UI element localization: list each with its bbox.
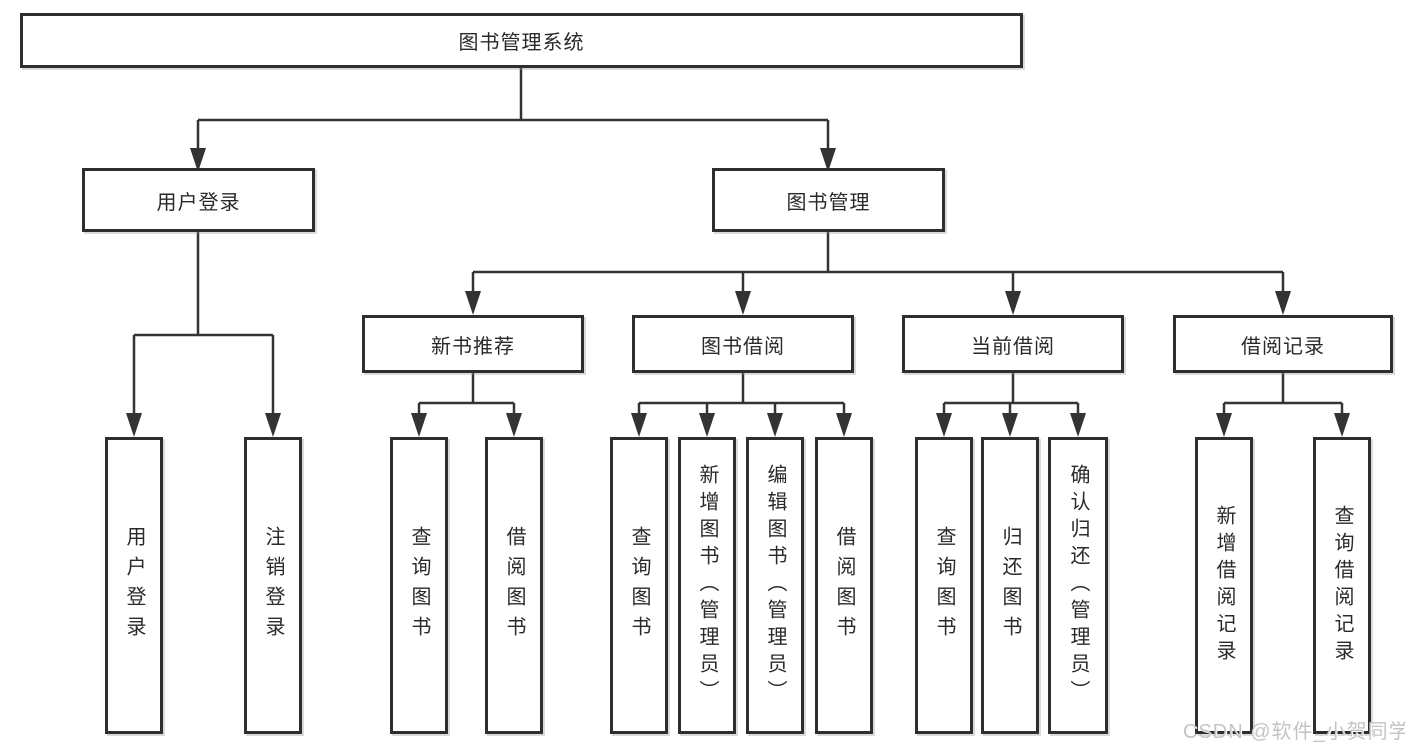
leaf-label: 新增图书（管理员） [696, 464, 718, 707]
node-book-management: 图书管理 [712, 168, 945, 232]
node-label: 用户登录 [156, 191, 241, 214]
leaf-borrow-book: 借阅图书 [815, 437, 873, 734]
node-current-borrow: 当前借阅 [902, 315, 1124, 373]
leaf-confirm-return-admin: 确认归还（管理员） [1048, 437, 1108, 734]
leaf-query-borrow-record: 查询借阅记录 [1313, 437, 1371, 734]
node-user-login: 用户登录 [82, 168, 315, 232]
leaf-label: 注销登录 [262, 525, 284, 646]
node-label: 图书借阅 [701, 335, 785, 358]
csdn-watermark: CSDN @软件_小贺同学 [1183, 721, 1405, 743]
leaf-label: 查询图书 [628, 525, 650, 646]
node-label: 图书管理 [786, 191, 871, 214]
leaf-label: 借阅图书 [833, 525, 855, 646]
leaf-add-book-admin: 新增图书（管理员） [678, 437, 736, 734]
leaf-label: 确认归还（管理员） [1067, 464, 1089, 707]
leaf-label: 编辑图书（管理员） [764, 464, 786, 707]
leaf-label: 用户登录 [123, 525, 145, 646]
leaf-borrow-book-recommend: 借阅图书 [485, 437, 543, 734]
node-label: 图书管理系统 [458, 32, 585, 54]
node-label: 当前借阅 [971, 335, 1055, 358]
node-library-management-system: 图书管理系统 [20, 13, 1023, 68]
leaf-user-login: 用户登录 [105, 437, 163, 734]
leaf-label: 查询图书 [408, 525, 430, 646]
leaf-label: 新增借阅记录 [1213, 504, 1235, 667]
node-borrow-records: 借阅记录 [1173, 315, 1393, 373]
node-book-borrow: 图书借阅 [632, 315, 854, 373]
leaf-return-book: 归还图书 [981, 437, 1039, 734]
leaf-label: 查询借阅记录 [1331, 504, 1353, 667]
leaf-edit-book-admin: 编辑图书（管理员） [746, 437, 804, 734]
leaf-logout: 注销登录 [244, 437, 302, 734]
leaf-label: 查询图书 [933, 525, 955, 646]
node-label: 借阅记录 [1241, 335, 1325, 358]
leaf-label: 归还图书 [999, 525, 1021, 646]
leaf-query-book-recommend: 查询图书 [390, 437, 448, 734]
leaf-label: 借阅图书 [503, 525, 525, 646]
node-new-book-recommend: 新书推荐 [362, 315, 584, 373]
leaf-query-book-current: 查询图书 [915, 437, 973, 734]
leaf-add-borrow-record: 新增借阅记录 [1195, 437, 1253, 734]
node-label: 新书推荐 [431, 335, 515, 358]
leaf-query-book-borrow: 查询图书 [610, 437, 668, 734]
